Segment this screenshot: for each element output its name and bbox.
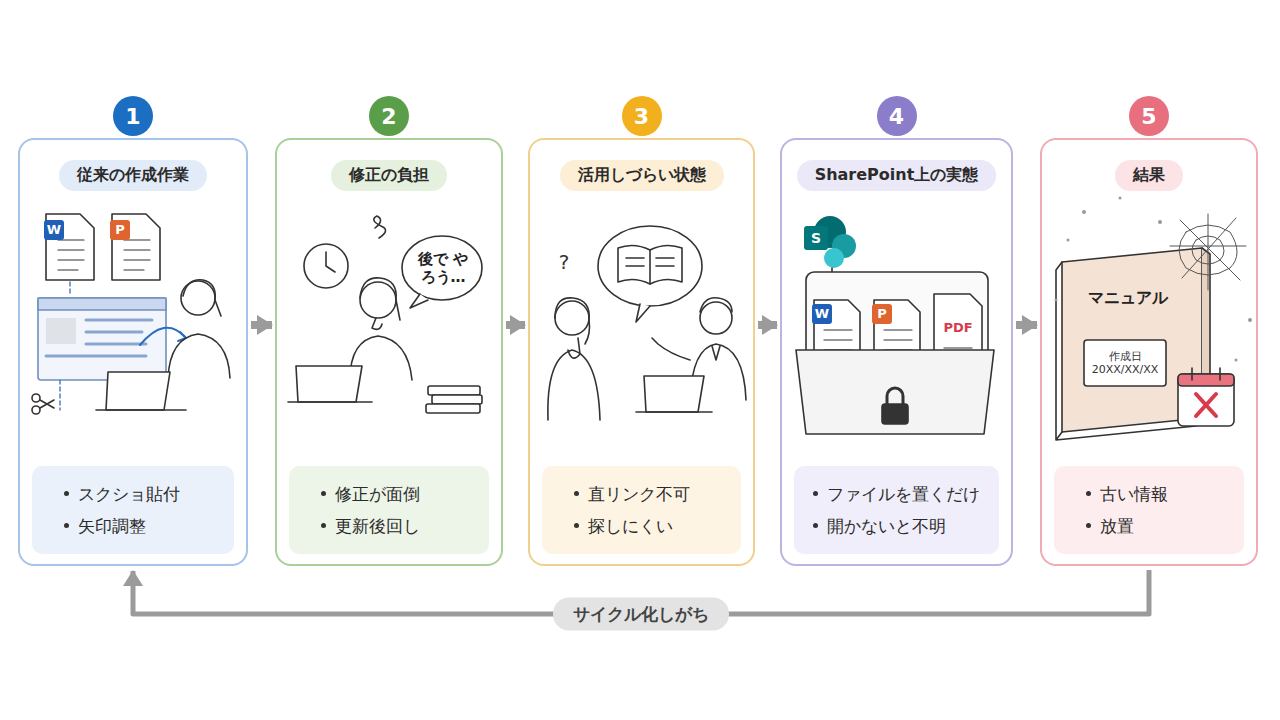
bullet-box: スクショ貼付矢印調整 <box>32 466 234 554</box>
bullet-text: 古い情報 <box>1100 484 1168 504</box>
step-number: 2 <box>369 96 409 136</box>
bullet-text: 矢印調整 <box>78 516 146 536</box>
cobweb <box>1170 214 1246 290</box>
flow-arrow <box>1016 321 1037 329</box>
bullet-line: 開かないと不明 <box>813 510 989 542</box>
laptop <box>644 376 704 412</box>
bullet-dot <box>64 491 69 496</box>
bullet-text: スクショ貼付 <box>78 484 180 504</box>
bullet-line: ファイルを置くだけ <box>813 478 989 510</box>
bullet-dot <box>321 523 326 528</box>
panel-heading: 修正の負担 <box>331 160 447 191</box>
bullet-line: 修正が面倒 <box>321 478 479 510</box>
bullet-box: ファイルを置くだけ開かないと不明 <box>794 466 999 554</box>
word-doc <box>46 214 94 280</box>
bullet-box: 古い情報放置 <box>1054 466 1244 554</box>
bullet-text: 修正が面倒 <box>335 484 420 504</box>
step-panel: SharePoint上の実態ファイルを置くだけ開かないと不明 <box>780 138 1013 566</box>
bullet-dot <box>321 491 326 496</box>
illustration-label: W <box>815 306 829 322</box>
callout-number: 3 <box>634 104 649 129</box>
bullet-line: スクショ貼付 <box>64 478 224 510</box>
bullet-text: 直リンク不可 <box>588 484 690 504</box>
step-number: 3 <box>622 96 662 136</box>
folder-front <box>796 350 994 434</box>
bullet-line: 更新後回し <box>321 510 479 542</box>
date-plate <box>1084 340 1166 386</box>
speech-bubble <box>402 236 482 300</box>
person <box>360 282 396 318</box>
illustration-label: ? <box>559 250 570 274</box>
bullet-text: 更新後回し <box>335 516 420 536</box>
bullet-text: 開かないと不明 <box>827 516 946 536</box>
bullet-dot <box>813 491 818 496</box>
panel-heading: SharePoint上の実態 <box>797 160 997 191</box>
flow-arrow <box>251 321 272 329</box>
bullet-line: 矢印調整 <box>64 510 224 542</box>
bullet-box: 直リンク不可探しにくい <box>542 466 741 554</box>
flow-arrow <box>758 321 777 329</box>
bullet-dot <box>64 523 69 528</box>
lock <box>882 388 908 424</box>
sharepoint-logo <box>804 216 856 268</box>
bullet-dot <box>574 491 579 496</box>
illustration-label: 作成日 20XX/XX/XX <box>1087 350 1163 376</box>
laptop <box>296 366 362 402</box>
panel-heading: 活用しづらい状態 <box>560 160 724 191</box>
bullet-dot <box>574 523 579 528</box>
bullet-dot <box>1086 491 1091 496</box>
bullet-box: 修正が面倒更新後回し <box>289 466 489 554</box>
clock <box>304 244 348 288</box>
laptop <box>106 372 170 410</box>
bullet-line: 放置 <box>1086 510 1234 542</box>
callout-number: 1 <box>125 104 140 129</box>
book <box>618 245 682 284</box>
step-number: 1 <box>113 96 153 136</box>
scissors <box>32 394 54 414</box>
bullet-line: 古い情報 <box>1086 478 1234 510</box>
bullet-dot <box>1086 523 1091 528</box>
bullet-line: 探しにくい <box>574 510 731 542</box>
bullet-dot <box>813 523 818 528</box>
panel-heading: 結果 <box>1115 160 1183 191</box>
illustration-label: マニュアル <box>1088 288 1168 307</box>
bullet-text: ファイルを置くだけ <box>827 484 980 504</box>
illustration-label: P <box>877 306 887 322</box>
step-panel: 結果古い情報放置 <box>1040 138 1258 566</box>
callout-number: 2 <box>381 104 396 129</box>
step-panel: 修正の負担修正が面倒更新後回し <box>275 138 503 566</box>
step-panel: 従来の作成作業スクショ貼付矢印調整 <box>18 138 248 566</box>
bullet-text: 探しにくい <box>588 516 673 536</box>
thought-bubble <box>598 226 702 306</box>
illustration-label: S <box>811 230 821 247</box>
illustration-label: P <box>115 222 125 238</box>
calendar <box>1178 368 1234 426</box>
step-number: 5 <box>1129 96 1169 136</box>
ppt-doc <box>112 214 160 280</box>
step-panel: 活用しづらい状態直リンク不可探しにくい <box>528 138 755 566</box>
dust <box>1055 197 1253 362</box>
edge-label: サイクル化しがち <box>553 598 729 631</box>
callout-number: 5 <box>1141 104 1156 129</box>
bullet-text: 放置 <box>1100 516 1134 536</box>
callout-number: 4 <box>889 104 904 129</box>
flow-arrow <box>506 321 525 329</box>
panel-heading: 従来の作成作業 <box>59 160 207 191</box>
step-number: 4 <box>877 96 917 136</box>
bullet-line: 直リンク不可 <box>574 478 731 510</box>
illustration-label: PDF <box>943 320 972 336</box>
illustration-label: W <box>47 222 61 238</box>
person <box>555 301 589 335</box>
person <box>700 302 732 334</box>
books <box>426 386 482 413</box>
illustration-label: 後で やろう… <box>416 250 470 286</box>
